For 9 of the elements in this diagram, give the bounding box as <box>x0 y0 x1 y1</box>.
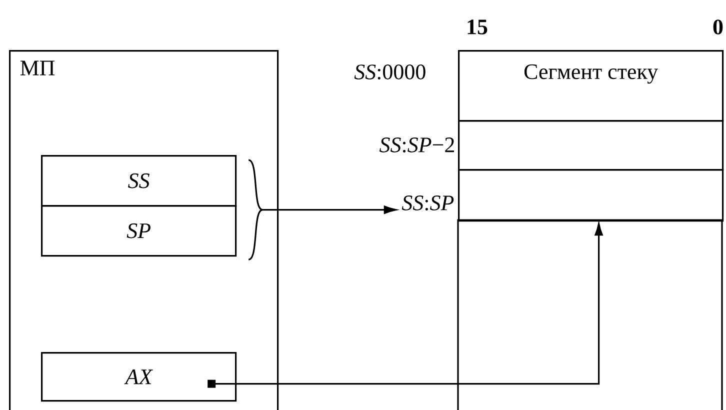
memory-cell <box>458 120 724 171</box>
memory-cell <box>458 169 724 222</box>
address-label: SS:SP <box>402 196 454 210</box>
address-label: SS:0000 <box>354 64 426 80</box>
address-label: SS:SP−2 <box>380 138 454 152</box>
register-box: AX <box>41 352 237 402</box>
register-box: SS <box>41 155 237 207</box>
register-box: SP <box>41 205 237 257</box>
memory-cell: Сегмент стеку <box>458 50 724 122</box>
